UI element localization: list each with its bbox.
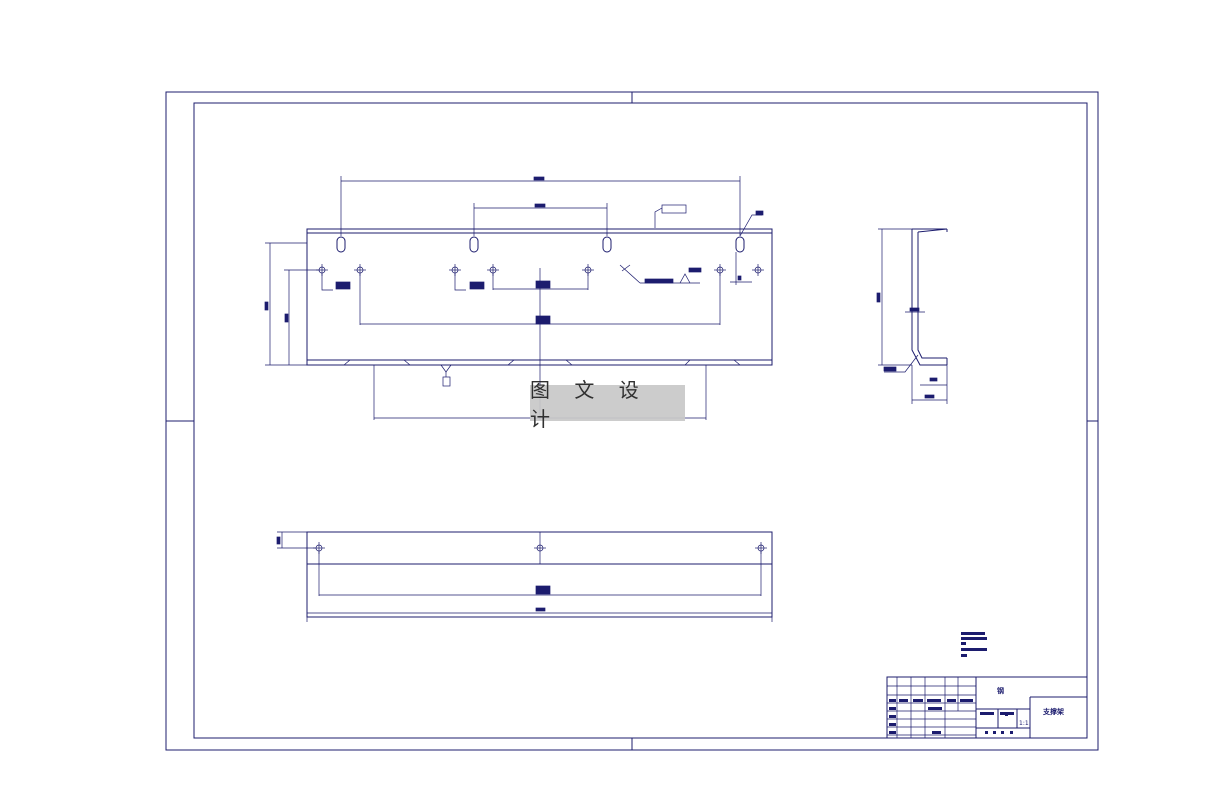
part-name-label: 支撑架 bbox=[1042, 707, 1064, 716]
watermark: 图 文 设 计 bbox=[530, 378, 685, 431]
left-dimensions bbox=[264, 242, 320, 366]
top-view bbox=[276, 531, 773, 622]
hole-dimensions bbox=[321, 252, 752, 325]
scale-label: 1:1 bbox=[1019, 720, 1029, 727]
technical-notes bbox=[961, 632, 987, 657]
side-view bbox=[876, 228, 948, 404]
top-dimensions bbox=[340, 176, 764, 237]
slot-holes bbox=[336, 236, 745, 253]
material-label: 钢 bbox=[997, 686, 1004, 695]
front-view bbox=[264, 176, 773, 420]
title-block: 钢 支撑架 1:1 bbox=[886, 676, 1088, 739]
center-marks bbox=[166, 92, 1098, 750]
